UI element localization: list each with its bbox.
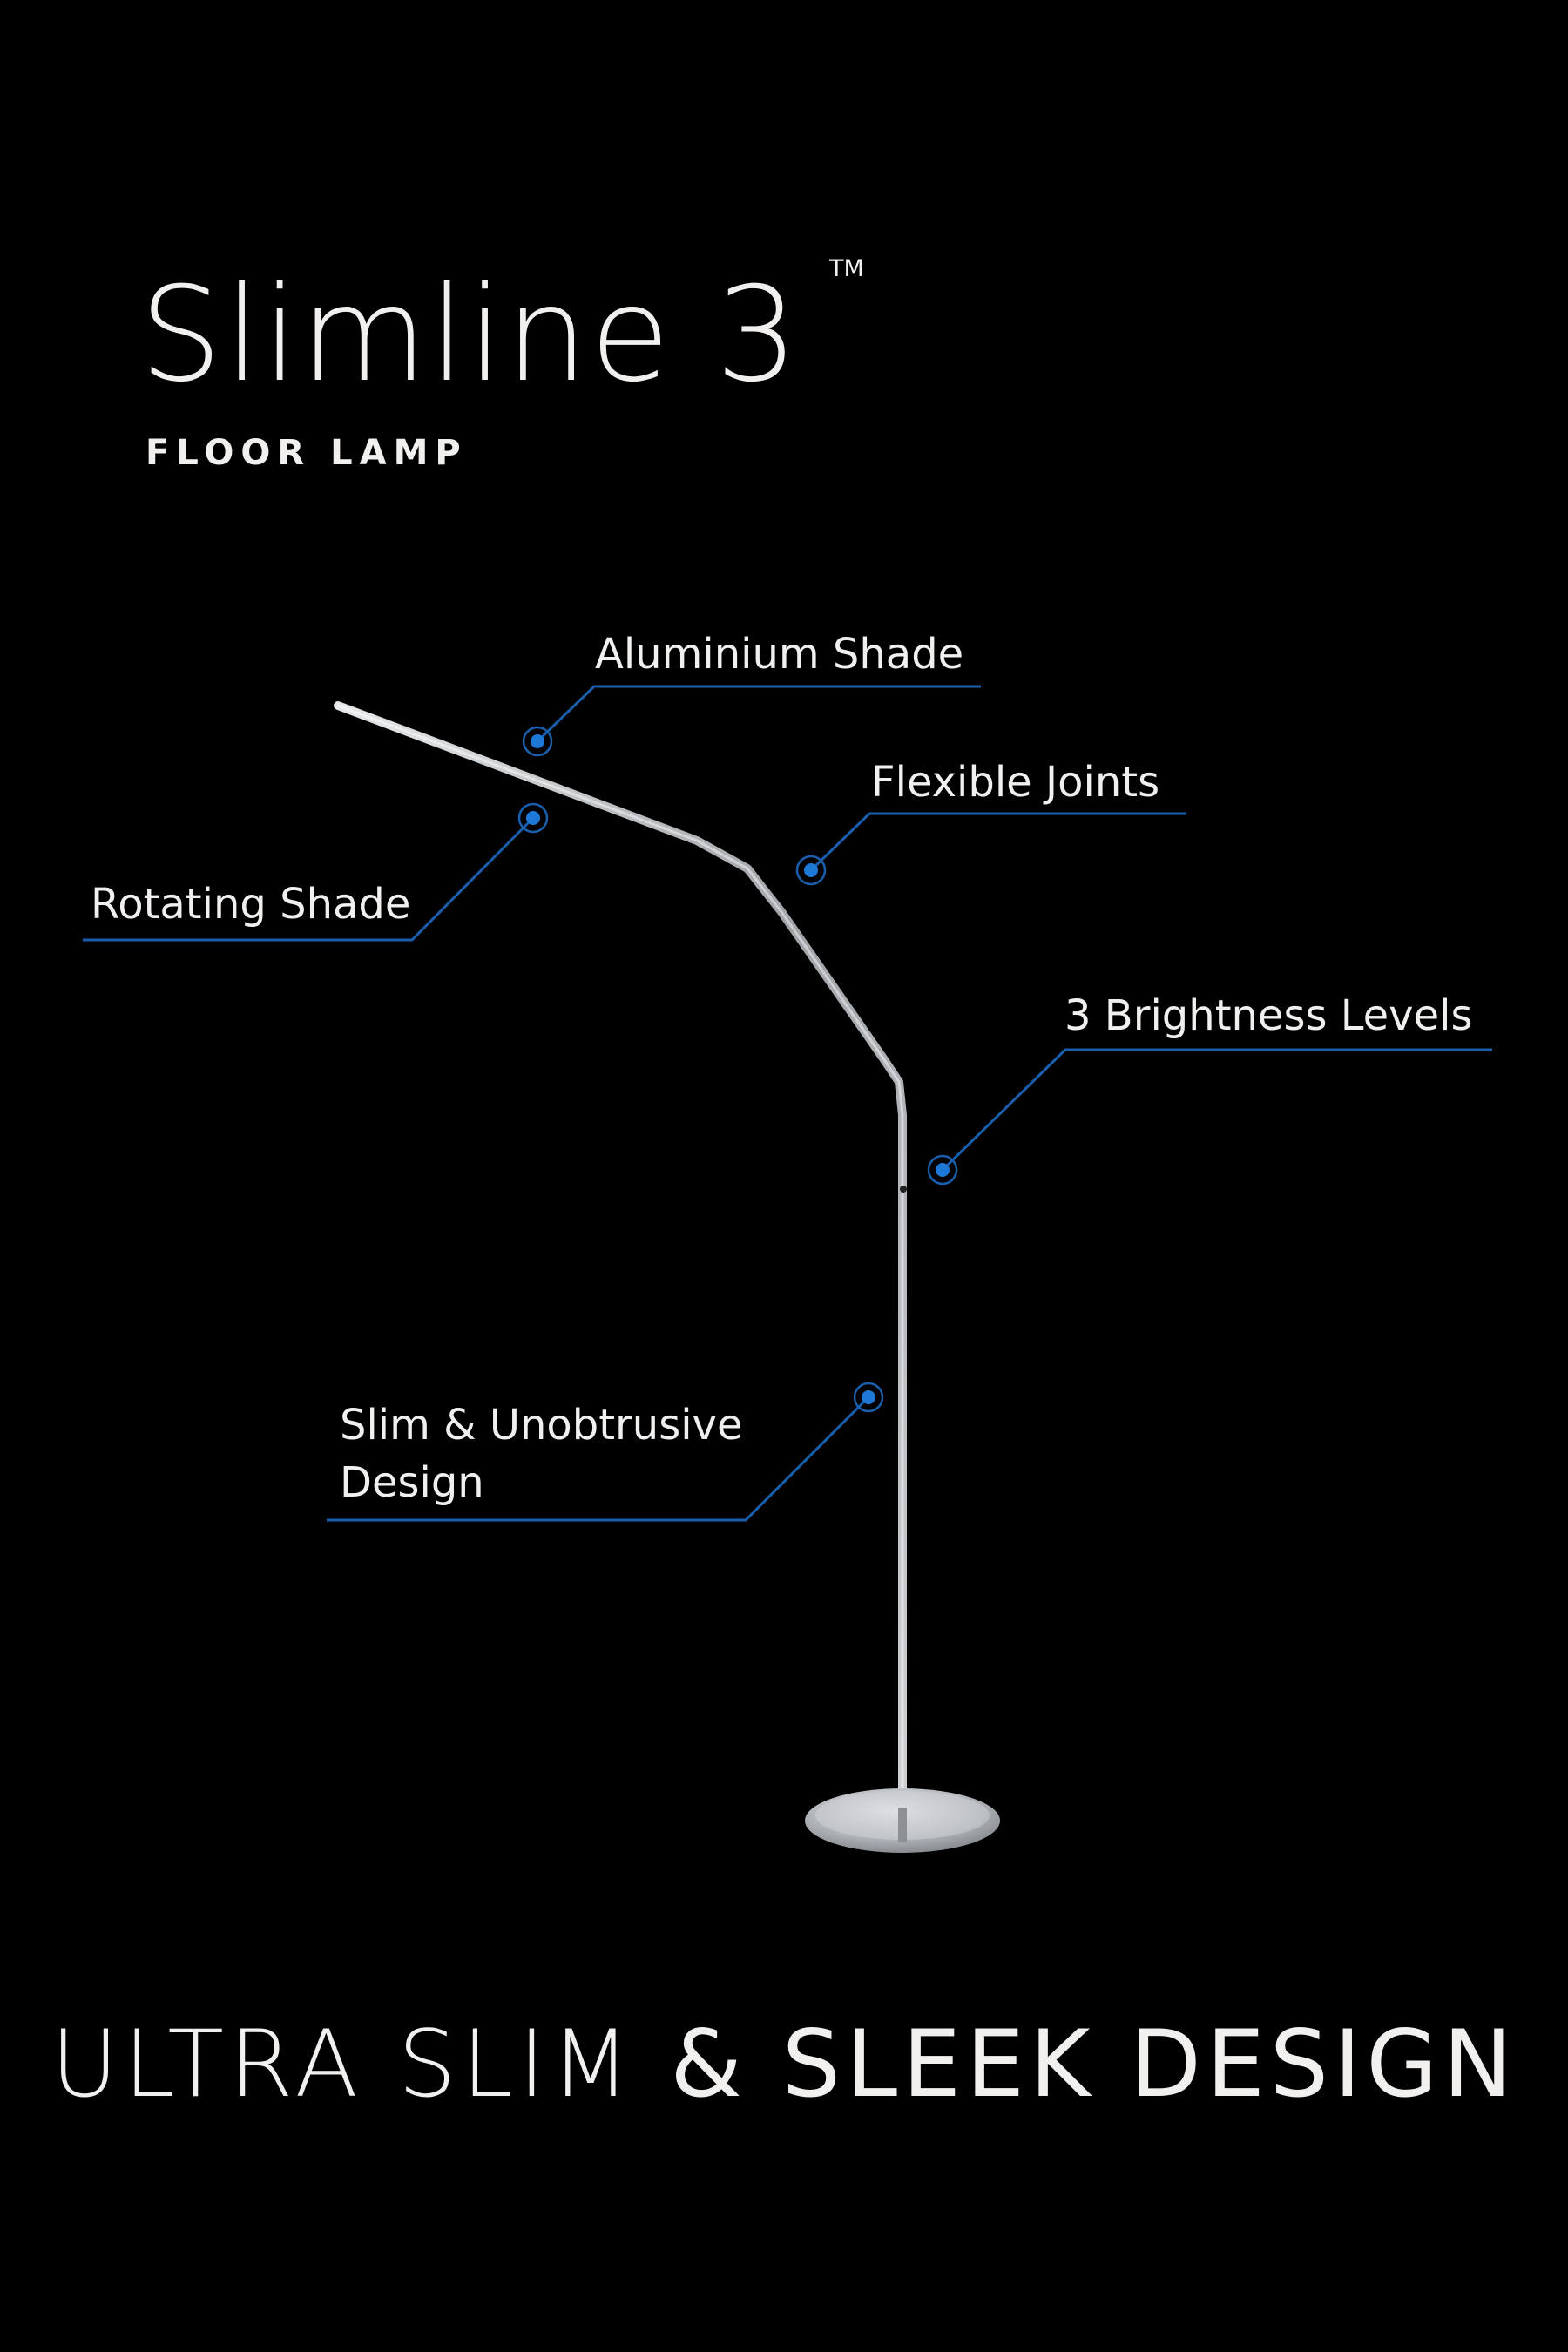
trademark-symbol: TM	[829, 255, 864, 282]
callout-brightness-levels: 3 Brightness Levels	[1064, 991, 1473, 1040]
dot-flexible-joints	[795, 855, 827, 886]
product-subtitle: FLOOR LAMP	[145, 433, 468, 473]
dot-rotating-shade	[517, 802, 549, 834]
tagline-bold: & SLEEK DESIGN	[670, 2011, 1517, 2118]
callout-slim-design: Slim & Unobtrusive Design	[340, 1396, 793, 1511]
callout-slim-design-line1: Slim & Unobtrusive	[340, 1401, 743, 1450]
callout-slim-design-line2: Design	[340, 1458, 484, 1507]
dot-aluminium-shade	[522, 726, 553, 757]
callout-flexible-joints: Flexible Joints	[871, 758, 1160, 807]
callout-dots	[517, 726, 958, 1413]
tagline: ULTRA SLIM & SLEEK DESIGN	[0, 2012, 1568, 2117]
callout-rotating-shade: Rotating Shade	[91, 880, 411, 929]
leader-flexible-joints	[809, 812, 1186, 872]
dot-slim-design	[853, 1382, 884, 1413]
leader-aluminium-shade	[536, 685, 981, 743]
leader-slim-design	[327, 1396, 870, 1522]
tagline-light: ULTRA SLIM	[51, 2011, 636, 2118]
product-title: Slimline 3	[139, 260, 801, 411]
leader-brightness-levels	[941, 1048, 1492, 1172]
dot-brightness-levels	[927, 1154, 958, 1186]
callout-aluminium-shade: Aluminium Shade	[595, 630, 964, 679]
leader-rotating-shade	[83, 816, 535, 942]
lamp-body	[334, 701, 1000, 1853]
